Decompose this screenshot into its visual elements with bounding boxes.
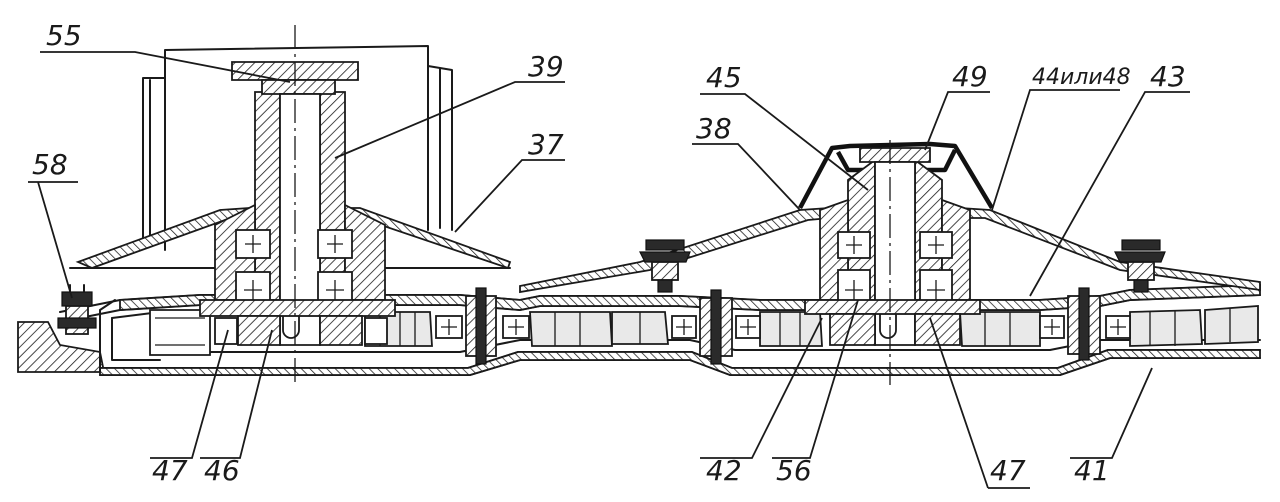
callout-37: 37 [528, 128, 564, 161]
callout-56: 56 [776, 454, 812, 487]
callout-43: 43 [1150, 60, 1186, 93]
callout-47-right: 47 [990, 454, 1026, 487]
bolt-58 [57, 284, 97, 335]
bolt-assembly-2 [671, 289, 761, 365]
left-rotor [69, 25, 512, 385]
callout-45: 45 [706, 61, 742, 94]
callout-49: 49 [952, 60, 988, 93]
blade-fastener-right [1114, 239, 1166, 293]
callout-44-or-48: 44или48 [1032, 65, 1131, 90]
callout-46: 46 [204, 454, 240, 487]
callout-42: 42 [706, 454, 742, 487]
callout-39: 39 [528, 50, 564, 83]
callout-47-left: 47 [152, 454, 188, 487]
gear-train [57, 284, 1259, 365]
right-rotor [519, 140, 1261, 385]
callout-labels: 55 39 37 58 45 49 44или48 43 38 47 46 42… [32, 19, 1186, 487]
callout-41: 41 [1074, 454, 1110, 487]
blade-fastener-left [639, 239, 691, 293]
bolt-assembly-1 [435, 287, 530, 365]
leader-lines [28, 51, 1190, 489]
bolt-assembly-3 [1039, 287, 1131, 361]
callout-38: 38 [696, 112, 732, 145]
callout-58: 58 [32, 148, 68, 181]
callout-55: 55 [46, 19, 82, 52]
